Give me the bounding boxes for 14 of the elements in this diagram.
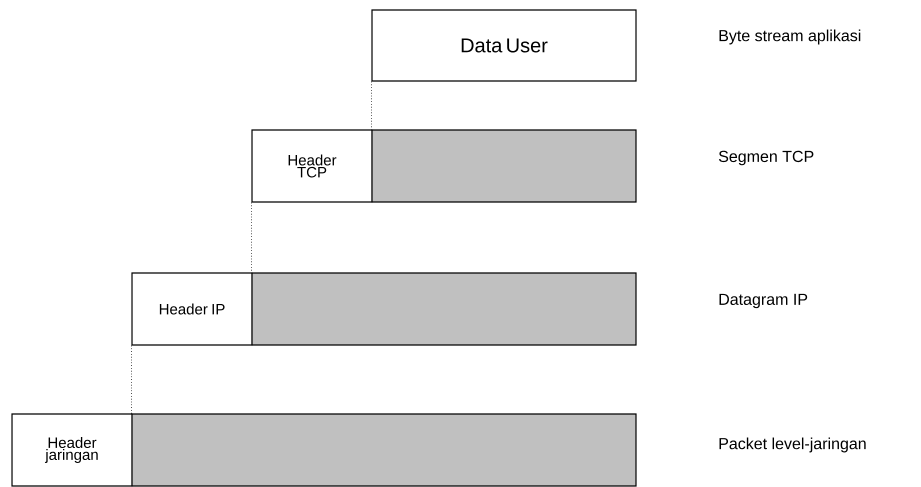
layer-label: Packet level-jaringan <box>720 438 866 452</box>
layer-label: Segmen TCP <box>718 150 814 166</box>
payload-box <box>371 129 637 203</box>
header-box: Header jaringan <box>11 413 133 487</box>
dotted-line <box>131 345 132 414</box>
payload-box <box>251 272 637 346</box>
data-box: Data User <box>371 9 637 82</box>
layer-label: Byte stream aplikasi <box>720 30 860 44</box>
header-box: Header IP <box>131 272 253 346</box>
layer-label: Datagram IP <box>720 294 808 308</box>
header-box: Header TCP <box>251 129 373 203</box>
dotted-line <box>371 81 372 130</box>
dotted-line <box>251 202 252 273</box>
payload-box <box>131 413 637 487</box>
